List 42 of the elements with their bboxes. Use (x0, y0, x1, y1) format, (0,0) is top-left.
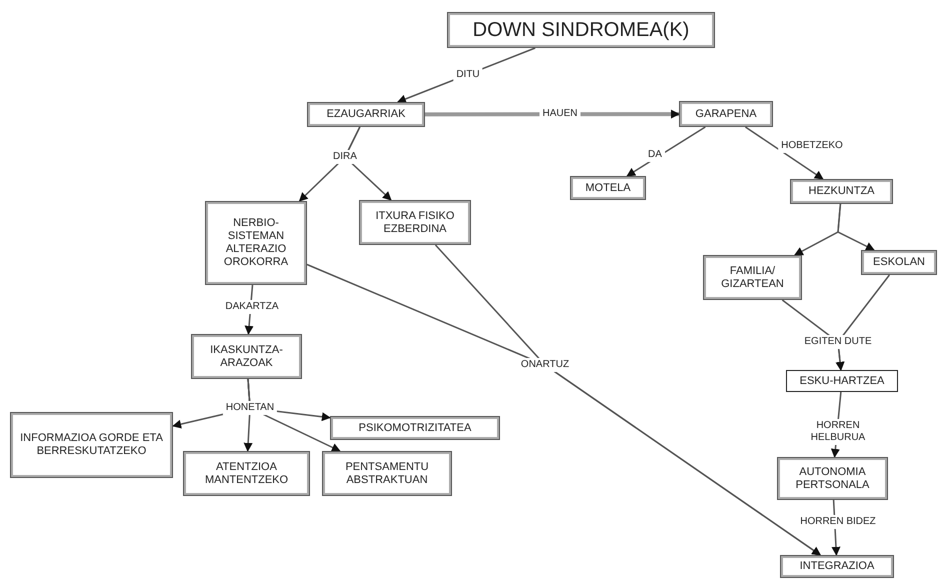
concept-text: HEZKUNTZA (808, 185, 874, 198)
concept-box (703, 255, 802, 300)
concept-box (777, 457, 888, 500)
concept-text: MOTELA (585, 182, 631, 194)
concept-text: INTEGRAZIOA (800, 560, 874, 573)
concept-text: AUTONOMIA PERTSONALA (794, 466, 870, 492)
edge-label: DA (645, 148, 665, 162)
concept-box (359, 200, 471, 245)
edge-label: DITU (453, 68, 483, 82)
concept-box (790, 179, 893, 204)
concept-text: ITXURA FISIKO EZBERDINA (374, 210, 456, 236)
concept-box (183, 451, 310, 496)
concept-box (780, 555, 894, 578)
concept-text: INFORMAZIOA GORDE ETA BERRESKUTATZEKO (19, 432, 164, 458)
concept-box (679, 101, 773, 127)
concept-box (330, 416, 500, 440)
concept-box (786, 370, 898, 392)
concept-box (322, 451, 452, 496)
concept-text: GARAPENA (695, 108, 757, 120)
concept-box (570, 176, 646, 200)
concept-box (861, 250, 937, 275)
arrow (837, 204, 875, 251)
arrow (434, 244, 822, 556)
arrow (744, 126, 824, 180)
arrow (626, 126, 706, 177)
concept-box (10, 412, 173, 478)
edge-label: HONETAN (222, 401, 278, 415)
concept-text: EZAUGARRIAK (326, 108, 406, 121)
concept-box (447, 12, 715, 48)
concept-text: ATENTZIOA MANTENTZEKO (204, 460, 290, 486)
concept-text: ESKOLAN (873, 256, 925, 269)
concept-text: IKASKUNTZA-ARAZOAK (209, 344, 284, 370)
concept-text: ESKU-HARTZEA (800, 374, 884, 388)
concept-text: PENTSAMENTU ABSTRAKTUAN (344, 460, 430, 486)
concept-text: DOWN SINDROMEA(K) (472, 18, 690, 42)
concept-text: NERBIO-SISTEMAN ALTERAZIO OROKORRA (222, 217, 290, 269)
concept-box (307, 102, 425, 127)
concept-box (205, 201, 307, 285)
arrow (836, 274, 890, 371)
concept-text: PSIKOMOTRIZITATEA (358, 422, 472, 434)
concept-text: FAMILIA/ GIZARTEAN (720, 264, 785, 290)
concept-box (191, 334, 302, 379)
